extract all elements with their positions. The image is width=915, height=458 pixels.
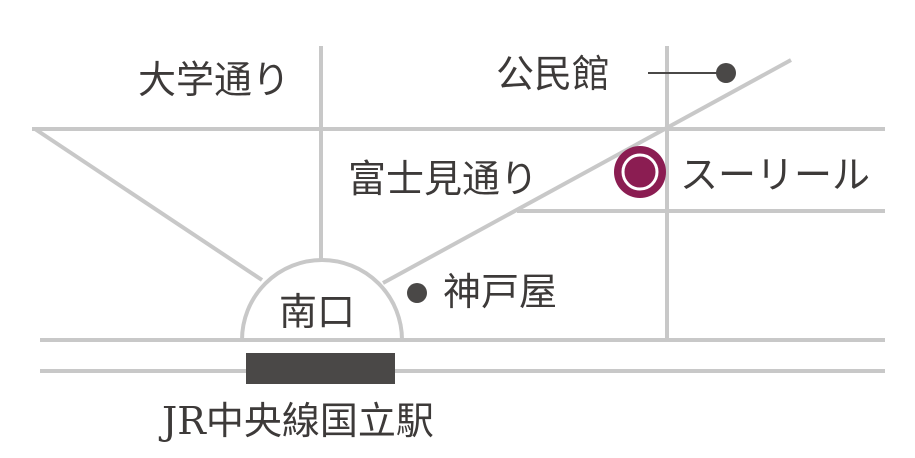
station-platform-bar	[246, 353, 395, 384]
road-fujimi-diagonal	[382, 58, 792, 285]
street-label-daigaku: 大学通り	[138, 58, 290, 102]
destination-label: スーリール	[680, 153, 870, 197]
landmark-label-kominkan: 公民館	[496, 52, 610, 96]
street-label-fujimi: 富士見通り	[348, 157, 538, 201]
south-exit-rotary	[240, 258, 404, 341]
kobeya-dot-icon	[407, 283, 427, 303]
kominkan-dot-icon	[716, 63, 736, 83]
roads	[32, 46, 885, 373]
station-name-label: JR中央線国立駅	[158, 399, 434, 443]
road-left-diagonal	[33, 127, 264, 282]
target-ring-icon	[614, 146, 666, 198]
south-exit-label: 南口	[279, 290, 355, 334]
landmark-label-kobeya: 神戸屋	[443, 270, 557, 314]
